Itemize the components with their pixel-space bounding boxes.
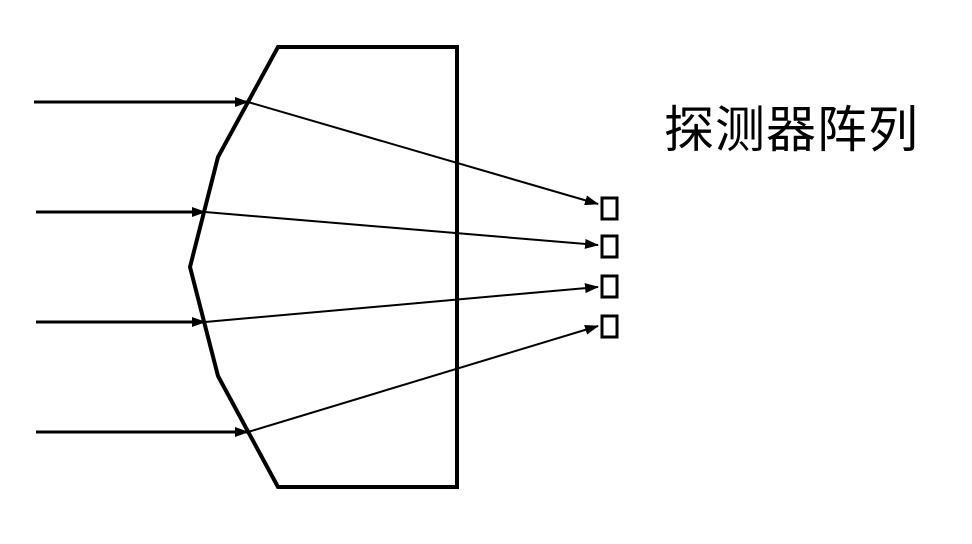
refracted-ray-1 xyxy=(247,101,599,206)
detector-4 xyxy=(600,314,619,339)
refracted-ray-4 xyxy=(247,324,599,433)
detector-1 xyxy=(600,196,619,221)
lens-body xyxy=(187,45,459,489)
refracted-ray-3 xyxy=(204,283,599,323)
detector-2 xyxy=(600,234,619,259)
refracted-ray-2 xyxy=(204,211,599,249)
detector-3 xyxy=(600,274,619,299)
detector-array-label: 探测器阵列 xyxy=(664,101,919,159)
